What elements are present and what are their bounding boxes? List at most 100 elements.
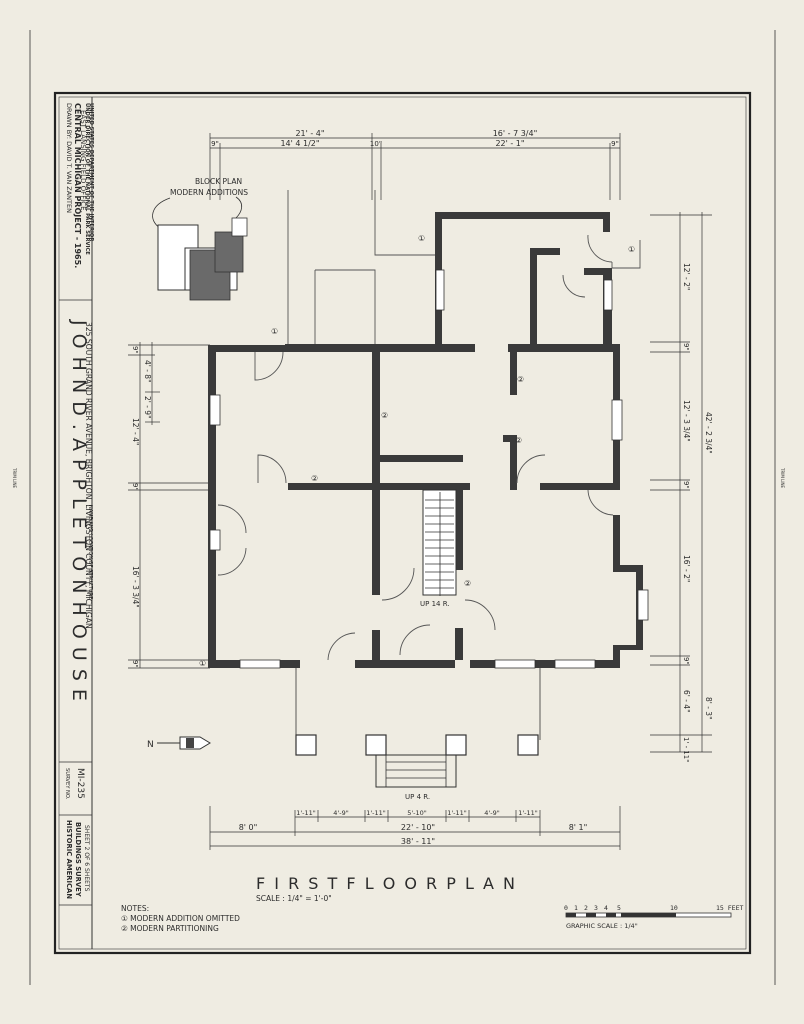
rear-room-wall bbox=[530, 248, 560, 345]
marker-partition-1: ② bbox=[381, 411, 388, 420]
scale-tick-2: 2 bbox=[584, 904, 588, 912]
scale-tick-15: 15 FEET bbox=[716, 904, 743, 912]
notes-title: NOTES: bbox=[121, 904, 149, 913]
dim-bottom-4-9-b: 4'-9" bbox=[484, 809, 499, 817]
project-name: CENTRAL MICHIGAN PROJECT - 1965. bbox=[73, 103, 82, 268]
south-wall-east bbox=[470, 660, 620, 668]
dim-left-9-a: 9" bbox=[131, 346, 139, 354]
sheet-number: SHEET 2 OF 6 SHEETS bbox=[83, 825, 90, 892]
interior-wall-horizontal-1 bbox=[288, 483, 470, 490]
marker-addition-2: ① bbox=[628, 245, 635, 254]
scale-tick-4: 4 bbox=[604, 904, 608, 912]
stair-wall bbox=[456, 490, 463, 570]
stair-label: UP 14 R. bbox=[420, 600, 450, 608]
dim-top-9-left: 9" bbox=[211, 140, 219, 148]
door-swing-8 bbox=[464, 599, 496, 631]
notes: NOTES: ① MODERN ADDITION OMITTED ② MODER… bbox=[121, 904, 240, 933]
dim-bottom-22-10: 22' - 10" bbox=[401, 823, 435, 832]
dim-left-12-4: 12' - 4" bbox=[131, 418, 140, 445]
dim-left-9-c: 9" bbox=[131, 660, 139, 668]
window-rear-1 bbox=[435, 269, 445, 311]
dim-bottom-38-11: 38' - 11" bbox=[401, 837, 435, 846]
dim-bottom-1-11-a: 1'-11" bbox=[296, 809, 316, 817]
scale-tick-5: 5 bbox=[617, 904, 621, 912]
dim-top-10: 10" bbox=[370, 140, 382, 148]
closet-wall bbox=[380, 455, 463, 462]
north-wall-center bbox=[285, 344, 475, 352]
window-south-2 bbox=[494, 659, 536, 669]
dim-bottom-8-0: 8' 0" bbox=[239, 823, 258, 832]
survey-label: SURVEY NO. bbox=[64, 768, 70, 800]
porch-stair-label: UP 4 R. bbox=[405, 793, 430, 801]
dim-bottom-1-11-d: 1'-11" bbox=[518, 809, 538, 817]
dim-bottom-8-1: 8' 1" bbox=[569, 823, 588, 832]
chimney bbox=[503, 435, 517, 490]
graphic-scale-label: GRAPHIC SCALE : 1/4" bbox=[566, 922, 638, 930]
north-arrow: N bbox=[147, 736, 211, 750]
scale-tick-0: 0 bbox=[564, 904, 568, 912]
dim-left-4-8: 4' - 8" bbox=[143, 360, 152, 383]
dim-top-22-1: 22' - 1" bbox=[495, 139, 524, 148]
marker-partition-4: ② bbox=[515, 436, 522, 445]
drawn-by: DRAWN BY: DAVID T. VAN ZANTEN bbox=[65, 103, 73, 213]
dim-left-16-3: 16' - 3 3/4" bbox=[131, 566, 140, 608]
door-swing-2 bbox=[257, 454, 287, 484]
dim-right-9-a: 9" bbox=[682, 343, 690, 351]
marker-partition-3: ② bbox=[517, 375, 524, 384]
dim-bottom-1-11-c: 1'-11" bbox=[447, 809, 467, 817]
marker-addition-4: ① bbox=[199, 659, 206, 668]
door-swing-9 bbox=[516, 454, 546, 484]
dim-bottom-1-11-b: 1'-11" bbox=[366, 809, 386, 817]
main-stair: UP 14 R. bbox=[420, 489, 457, 608]
title-block: DRAWN BY: DAVID T. VAN ZANTEN CENTRAL MI… bbox=[59, 97, 94, 949]
window-west-1 bbox=[209, 394, 221, 426]
trim-line-left: TRIM LINE bbox=[12, 467, 17, 489]
habs-line-2: BUILDINGS SURVEY bbox=[74, 822, 82, 897]
marker-addition-3: ① bbox=[271, 327, 278, 336]
window-south-1 bbox=[239, 659, 281, 669]
dim-right-42-2: 42' - 2 3/4" bbox=[704, 412, 713, 454]
door-swing-7 bbox=[399, 624, 431, 656]
block-plan-label: BLOCK PLAN bbox=[195, 177, 242, 186]
dim-top-14-4: 14' 4 1/2" bbox=[280, 139, 319, 148]
marker-partition-5: ② bbox=[464, 579, 471, 588]
vestibule-wall-west bbox=[372, 630, 380, 660]
vestibule-wall-east bbox=[455, 628, 463, 660]
dim-right-12-2: 12' - 2" bbox=[682, 263, 691, 290]
dim-left-2-9: 2' - 9" bbox=[143, 396, 152, 419]
survey-number: MI-235 bbox=[75, 768, 85, 799]
plan-scale: SCALE : 1/4" = 1'-0" bbox=[256, 894, 332, 903]
window-rear-2 bbox=[603, 279, 613, 311]
block-plan-sublabel: MODERN ADDITIONS bbox=[170, 188, 248, 197]
drawing-frame-inner bbox=[58, 96, 747, 950]
dim-right-6-4: 6' - 4" bbox=[682, 690, 691, 713]
front-porch: UP 4 R. bbox=[295, 668, 541, 801]
dim-bottom-4-9-a: 4'-9" bbox=[333, 809, 348, 817]
interior-wall-east-horizontal bbox=[540, 483, 620, 490]
dim-right-8-3: 8' - 3" bbox=[704, 697, 713, 720]
dim-right-1-11: 1' - 11" bbox=[682, 737, 690, 762]
building-name: J O H N D . A P P L E T O N H O U S E bbox=[68, 319, 90, 702]
interior-wall-east bbox=[510, 345, 517, 395]
scale-tick-10: 10 bbox=[670, 904, 678, 912]
top-dimensions: 21' - 4" 16' - 7 3/4" 9" 14' 4 1/2" 10" … bbox=[209, 129, 621, 200]
dim-bottom-5-10: 5'-10" bbox=[407, 809, 427, 817]
bottom-dimensions: 1'-11" 4'-9" 1'-11" 5'-10" 1'-11" 4'-9" … bbox=[209, 806, 621, 850]
east-wall-corner bbox=[613, 640, 643, 668]
dim-top-21-4: 21' - 4" bbox=[295, 129, 324, 138]
dim-right-16-2: 16' - 2" bbox=[682, 555, 691, 582]
dim-top-16-7: 16' - 7 3/4" bbox=[493, 129, 538, 138]
field-office: EAST LANSING FIELD OFFICE. bbox=[79, 110, 87, 213]
modern-addition-outlines bbox=[287, 190, 641, 345]
scale-tick-1: 1 bbox=[574, 904, 578, 912]
floor-plan: UP 14 R. UP 4 R. ① ① ① ① ② ② ② ② ② bbox=[199, 190, 649, 801]
structure-label: NAME AND LOCATION OF STRUCTURE bbox=[87, 505, 93, 599]
east-wall-south bbox=[613, 515, 643, 645]
door-swing-4 bbox=[217, 547, 247, 576]
plan-title: F I R S T F L O O R P L A N bbox=[256, 874, 517, 893]
door-swing-3 bbox=[217, 504, 247, 534]
door-swing-5 bbox=[327, 632, 356, 661]
door-swing-12 bbox=[587, 234, 613, 263]
window-east-1 bbox=[611, 399, 623, 441]
